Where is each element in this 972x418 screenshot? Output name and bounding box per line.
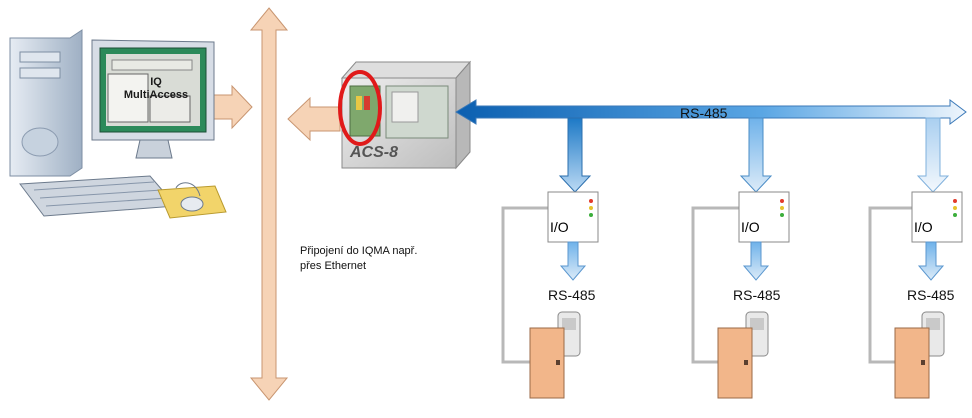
highlight-ring: [338, 70, 382, 146]
bus-label: RS-485: [680, 105, 728, 121]
io-label: I/O: [914, 219, 933, 235]
door-node-1: [501, 191, 599, 399]
computer-icon: [9, 29, 227, 219]
ethernet-label-line2: přes Ethernet: [300, 260, 367, 272]
bus-drop-arrow: [739, 117, 773, 193]
door-node-3: [868, 191, 963, 399]
node-bus-label: RS-485: [733, 287, 781, 303]
door-node-2: [691, 191, 790, 399]
ethernet-label: Připojení do IQMA např. přes Ethernet: [300, 244, 417, 274]
bus-drop-arrow: [916, 117, 950, 193]
node-bus-label: RS-485: [907, 287, 955, 303]
screen-label-line2: MultiAccess: [123, 89, 189, 101]
screen-label-line1: IQ: [150, 76, 162, 88]
io-label: I/O: [741, 219, 760, 235]
ethernet-bus-arrow: [249, 7, 289, 401]
rs485-main-bus: [455, 99, 967, 125]
node-bus-label: RS-485: [548, 287, 596, 303]
io-label: I/O: [550, 219, 569, 235]
pc-to-ethernet-arrow: [209, 84, 253, 130]
bus-drop-arrow: [558, 117, 592, 193]
ethernet-to-controller-arrow: [287, 96, 341, 142]
acs8-controller: [340, 60, 472, 170]
controller-label: ACS-8: [350, 144, 399, 161]
ethernet-label-line1: Připojení do IQMA např.: [300, 245, 418, 257]
screen-label: IQ MultiAccess: [118, 76, 194, 102]
